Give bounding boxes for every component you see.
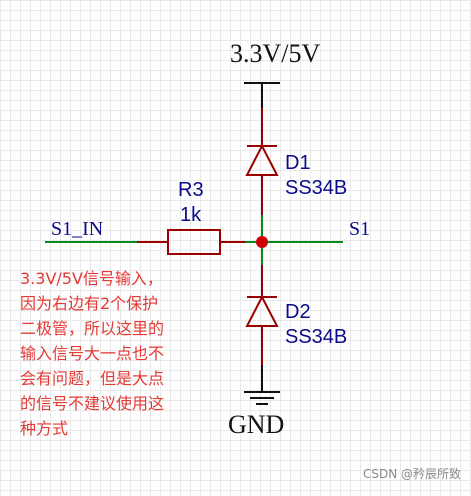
input-net-label: S1_IN [51, 218, 103, 240]
d1-triangle [245, 143, 279, 176]
note-line: 3.3V/5V信号输入， [20, 269, 163, 288]
d2-part-label: SS34B [285, 326, 347, 348]
r3-ref-label: R3 [178, 179, 204, 201]
note-line: 的信号不建议使用这 [20, 394, 165, 413]
note-line: 种方式 [20, 419, 69, 438]
note-line: 二极管，所以这里的 [20, 319, 165, 338]
r3-value-label: 1k [180, 204, 202, 226]
watermark: CSDN @矜辰所致 [362, 467, 461, 481]
annotation-note: 3.3V/5V信号输入， 因为右边有2个保护 二极管，所以这里的 输入信号大一点… [20, 266, 210, 441]
d1-part-label: SS34B [285, 177, 347, 199]
r3-body [167, 229, 221, 255]
d2-ref-label: D2 [285, 301, 311, 323]
ground-label: GND [228, 410, 284, 439]
note-line: 输入信号大一点也不 [20, 344, 165, 363]
note-line: 因为右边有2个保护 [20, 294, 159, 313]
junction-dot [256, 236, 268, 248]
d2-triangle [245, 294, 279, 327]
note-line: 会有问题，但是大点 [20, 369, 165, 388]
output-net-label: S1 [349, 218, 370, 240]
d1-ref-label: D1 [285, 152, 311, 174]
supply-label: 3.3V/5V [230, 39, 321, 68]
